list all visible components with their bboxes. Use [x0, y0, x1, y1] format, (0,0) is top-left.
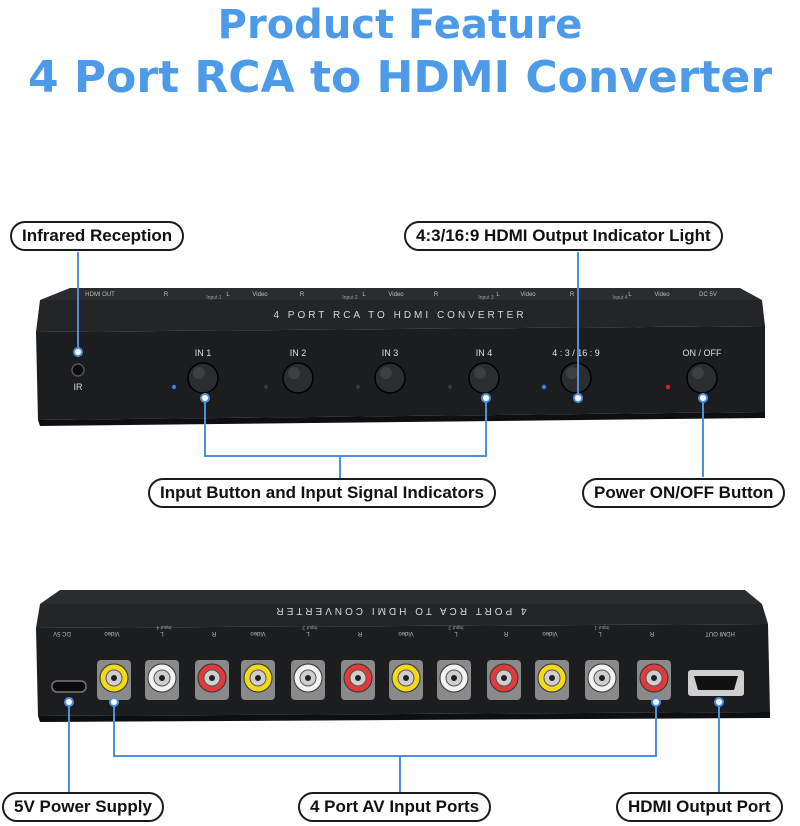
rca-port-pin: [451, 675, 457, 681]
front-button-label: 4 : 3 / 16 : 9: [552, 348, 600, 358]
button-highlight: [288, 367, 300, 379]
input-indicator-led: [171, 384, 177, 390]
front-top-label: R: [300, 292, 305, 298]
front-top-label: Video: [252, 292, 268, 298]
av-input-ports-callout: 4 Port AV Input Ports: [298, 792, 492, 822]
input-indicator-led: [263, 384, 269, 390]
rca-ports: [97, 660, 671, 700]
front-input-group-label: Input 2: [342, 295, 358, 301]
infrared-reception-callout: Infrared Reception: [10, 221, 185, 251]
front-top-label: Video: [654, 292, 670, 298]
button-highlight: [566, 367, 578, 379]
title-line-2: 4 Port RCA to HDMI Converter: [27, 52, 773, 103]
rear-port-label: Video: [250, 630, 266, 636]
title-line-1: Product Feature: [217, 2, 583, 48]
connector-dots: [64, 347, 724, 707]
button-highlight: [193, 367, 205, 379]
ir-sensor-icon: [71, 363, 85, 377]
front-button-label: ON / OFF: [683, 348, 722, 358]
front-button-label: IN 1: [195, 348, 212, 358]
front-top-label: HDMI OUT: [85, 292, 115, 298]
front-top-labels: HDMI OUT R L Video R L Video R L Video R L Video DC 5…: [85, 292, 717, 301]
front-button[interactable]: [282, 362, 314, 394]
rear-group-label: Input 4: [156, 624, 172, 630]
front-device-label: 4 PORT RCA TO HDMI CONVERTER: [273, 310, 526, 321]
front-top-label: Video: [520, 292, 536, 298]
front-button[interactable]: [560, 362, 592, 394]
rear-port-label: R: [211, 630, 216, 636]
rear-port-label: L: [454, 630, 458, 636]
front-buttons: IN 1 IN 2 IN 3 IN 4 4 : 3 / 16 : 9 ON / OFF: [171, 348, 722, 394]
indicator-light-callout: 4:3/16:9 HDMI Output Indicator Light: [404, 221, 723, 251]
front-button[interactable]: [187, 362, 219, 394]
rear-port-label: Video: [104, 630, 120, 636]
front-input-group-label: Input 1: [206, 295, 222, 301]
connector-lines: [68, 252, 720, 792]
front-top-label: L: [628, 292, 632, 298]
input-indicator-led: [447, 384, 453, 390]
front-top-label: R: [164, 292, 169, 298]
front-input-group-label: Input 3: [478, 295, 494, 301]
rca-port-pin: [305, 675, 311, 681]
rear-group-label: Input 3: [302, 624, 318, 630]
rca-port-pin: [355, 675, 361, 681]
button-highlight: [380, 367, 392, 379]
power-button-callout: Power ON/OFF Button: [582, 478, 786, 508]
button-highlight: [692, 367, 704, 379]
dc-power-port: [51, 680, 87, 693]
rca-port-pin: [403, 675, 409, 681]
rca-port-pin: [159, 675, 165, 681]
front-top-label: L: [362, 292, 366, 298]
rear-labels: Video L R Video L R Video L R Video L R Input 4 Input…: [53, 624, 735, 636]
front-device: HDMI OUT R L Video R L Video R L Video R L Video DC 5…: [36, 288, 765, 426]
rear-port-label: R: [357, 630, 362, 636]
rca-port-pin: [599, 675, 605, 681]
rear-port-label: Video: [398, 630, 414, 636]
rear-dc-label: DC 5V: [53, 630, 71, 636]
rear-port-label: R: [649, 630, 654, 636]
front-button[interactable]: [468, 362, 500, 394]
ir-label: IR: [74, 382, 84, 392]
hdmi-output-port: [688, 670, 744, 696]
front-top-label: L: [226, 292, 230, 298]
front-top-label: R: [570, 292, 575, 298]
hdmi-output-port-callout: HDMI Output Port: [616, 792, 783, 822]
front-top-label: L: [496, 292, 500, 298]
rear-device-label: 4 PORT RCA TO HDMI CONVERTER: [273, 605, 526, 616]
button-highlight: [474, 367, 486, 379]
rear-port-label: Video: [542, 630, 558, 636]
rear-group-label: Input 1: [594, 624, 610, 630]
rear-hdmi-label: HDMI OUT: [705, 630, 735, 636]
rca-port-pin: [549, 675, 555, 681]
rca-port-pin: [209, 675, 215, 681]
rca-port-pin: [501, 675, 507, 681]
power-supply-callout: 5V Power Supply: [2, 792, 164, 822]
rear-port-label: R: [503, 630, 508, 636]
front-input-group-label: Input 4: [612, 295, 628, 301]
rca-port-pin: [111, 675, 117, 681]
input-indicator-led: [355, 384, 361, 390]
front-button-label: IN 4: [476, 348, 493, 358]
rear-port-label: L: [306, 630, 310, 636]
front-button-label: IN 2: [290, 348, 307, 358]
front-button-label: IN 3: [382, 348, 399, 358]
input-indicator-led: [541, 384, 547, 390]
input-indicator-led: [665, 384, 671, 390]
front-top-label: Video: [388, 292, 404, 298]
input-button-callout: Input Button and Input Signal Indicators: [148, 478, 496, 508]
front-button[interactable]: [686, 362, 718, 394]
rear-port-label: L: [160, 630, 164, 636]
front-top-label: R: [434, 292, 439, 298]
front-top-label: DC 5V: [699, 292, 717, 298]
rear-group-label: Input 2: [448, 624, 464, 630]
front-button[interactable]: [374, 362, 406, 394]
rear-port-label: L: [598, 630, 602, 636]
rca-port-pin: [255, 675, 261, 681]
rca-port-pin: [651, 675, 657, 681]
